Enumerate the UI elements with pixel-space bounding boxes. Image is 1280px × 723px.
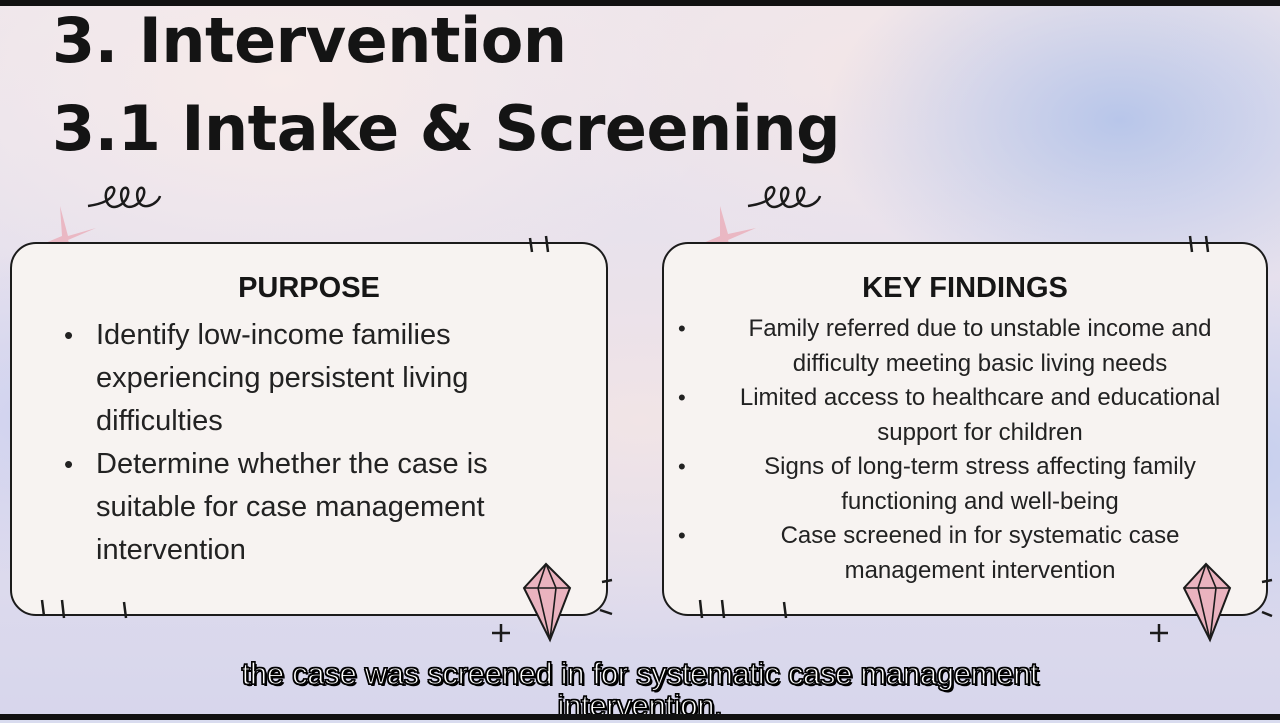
bullet-icon: • xyxy=(678,316,686,341)
bullet-icon: • xyxy=(678,454,686,479)
list-item: • Determine whether the case is suitable… xyxy=(60,443,560,572)
diamond-icon xyxy=(522,562,572,643)
bullet-icon: • xyxy=(678,385,686,410)
diamond-icon xyxy=(1182,562,1232,643)
list-item: • Case screened in for systematic case m… xyxy=(664,519,1266,588)
finding-item-text: Case screened in for systematic case man… xyxy=(780,522,1180,584)
plus-icon xyxy=(1150,624,1168,642)
purpose-card: PURPOSE • Identify low-income families e… xyxy=(10,242,608,616)
card-tick-marks xyxy=(40,235,1273,619)
purpose-item-text: Identify low-income families experiencin… xyxy=(96,319,469,437)
purpose-list: • Identify low-income families experienc… xyxy=(60,314,560,572)
purpose-heading: PURPOSE xyxy=(238,272,380,304)
bullet-icon: • xyxy=(64,449,74,479)
list-item: • Identify low-income families experienc… xyxy=(60,314,560,443)
key-findings-card: KEY FINDINGS • Family referred due to un… xyxy=(662,242,1268,616)
key-findings-list: • Family referred due to unstable income… xyxy=(664,312,1266,588)
plus-icon xyxy=(492,624,510,642)
purpose-item-text: Determine whether the case is suitable f… xyxy=(96,448,488,566)
sparkle-icon xyxy=(696,206,756,260)
letterbox-top xyxy=(0,0,1280,6)
list-item: • Signs of long-term stress affecting fa… xyxy=(664,450,1266,519)
finding-item-text: Limited access to healthcare and educati… xyxy=(739,384,1221,446)
bullet-icon: • xyxy=(64,320,74,350)
bullet-icon: • xyxy=(678,523,686,548)
squiggle-icon xyxy=(87,185,162,209)
caption-line-1: the case was screened in for systematic … xyxy=(241,656,1039,691)
finding-item-text: Signs of long-term stress affecting fami… xyxy=(764,453,1196,515)
letterbox-bottom xyxy=(0,714,1280,720)
key-findings-heading: KEY FINDINGS xyxy=(862,272,1068,304)
finding-item-text: Family referred due to unstable income a… xyxy=(748,315,1212,377)
slide-subtitle: 3.1 Intake & Screening xyxy=(52,92,840,165)
list-item: • Family referred due to unstable income… xyxy=(664,312,1266,381)
slide-title: 3. Intervention xyxy=(52,4,567,77)
squiggle-icon xyxy=(747,185,822,209)
sparkle-icon xyxy=(38,206,96,260)
list-item: • Limited access to healthcare and educa… xyxy=(664,381,1266,450)
